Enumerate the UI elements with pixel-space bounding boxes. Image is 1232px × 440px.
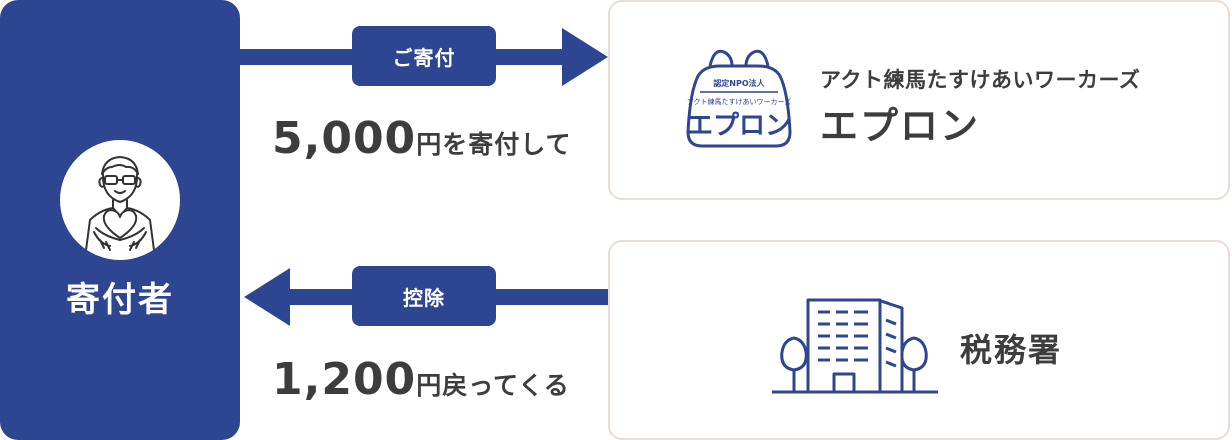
donor-heart-icon bbox=[60, 140, 180, 260]
donor-label: 寄付者 bbox=[66, 280, 174, 320]
donation-amount: 5,000円を寄付して bbox=[272, 113, 571, 164]
tax-office-card: 税務署 bbox=[608, 240, 1230, 440]
logo-sub-text: アクト練馬たすけあいワーカーズ bbox=[687, 97, 791, 106]
deduction-pill: 控除 bbox=[352, 266, 496, 326]
donation-amount-suffix: 円を寄付して bbox=[416, 130, 572, 159]
donation-pill-label: ご寄付 bbox=[392, 45, 456, 70]
tax-office-label: 税務署 bbox=[960, 331, 1063, 369]
deduction-amount-suffix: 円戻ってくる bbox=[416, 371, 570, 400]
logo-badge-text: 認定NPO法人 bbox=[713, 78, 765, 88]
donation-pill: ご寄付 bbox=[352, 26, 496, 86]
deduction-pill-label: 控除 bbox=[403, 285, 445, 310]
organization-name: アクト練馬たすけあいワーカーズ bbox=[820, 68, 1141, 92]
logo-main-text: エプロン bbox=[687, 111, 791, 141]
donation-amount-value: 5,000 bbox=[272, 113, 417, 164]
organization-title: エプロン bbox=[820, 104, 981, 148]
organization-card: 認定NPO法人 アクト練馬たすけあいワーカーズ エプロン アクト練馬たすけあいワ… bbox=[608, 0, 1230, 200]
deduction-amount: 1,200円戻ってくる bbox=[272, 354, 570, 405]
donor-panel: 寄付者 bbox=[0, 0, 240, 440]
building-icon bbox=[772, 298, 938, 394]
deduction-amount-value: 1,200 bbox=[272, 354, 417, 405]
apron-logo-icon: 認定NPO法人 アクト練馬たすけあいワーカーズ エプロン bbox=[686, 49, 792, 148]
